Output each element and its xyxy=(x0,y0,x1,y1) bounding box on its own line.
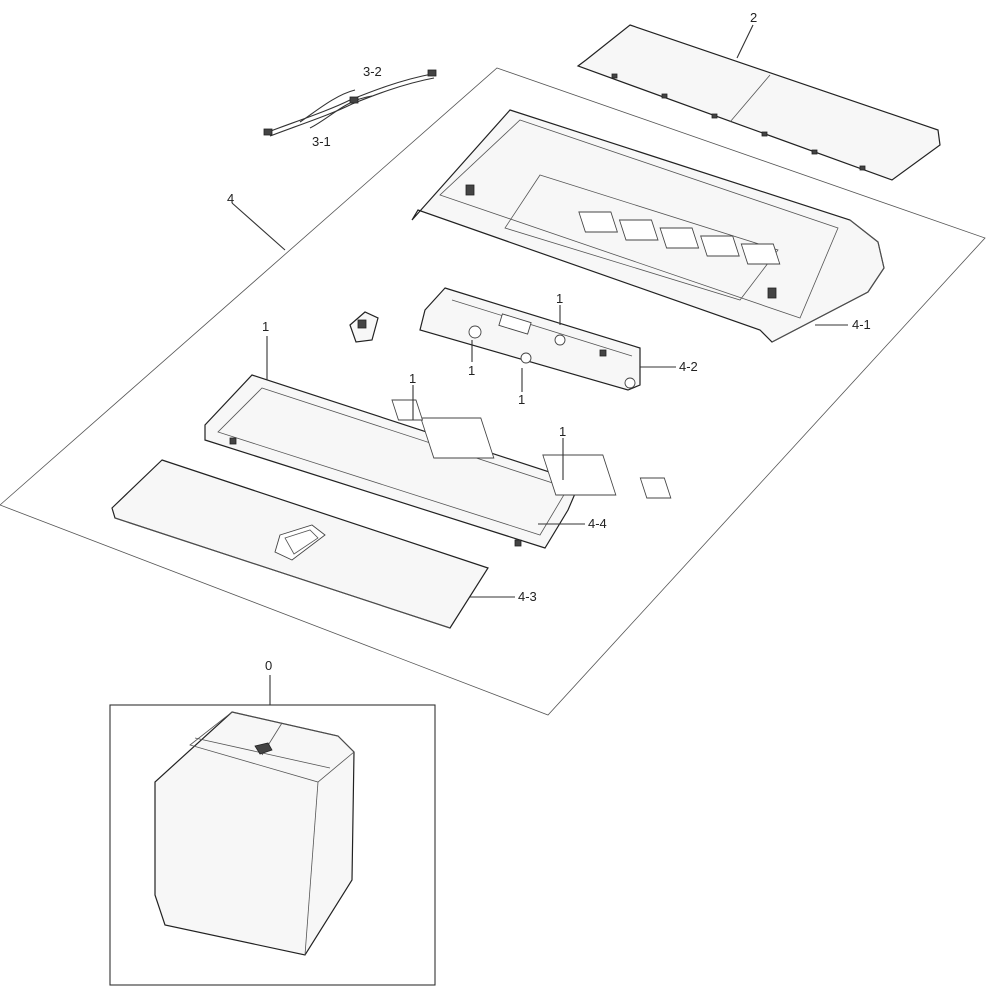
callout-1-frame-left: 1 xyxy=(262,319,269,334)
part-4-4-frame xyxy=(204,374,672,549)
callout-1-pcb-left: 1 xyxy=(468,363,475,378)
callout-4-4: 4-4 xyxy=(588,516,607,531)
callout-3-1: 3-1 xyxy=(312,134,331,149)
part-2-lid xyxy=(576,24,941,181)
callout-4: 4 xyxy=(227,191,234,206)
inset-machine xyxy=(154,711,355,956)
assembly-4-boundary xyxy=(0,67,986,716)
leader-lines xyxy=(231,24,848,598)
callout-4-2: 4-2 xyxy=(679,359,698,374)
part-4-3-front-panel xyxy=(111,459,489,629)
part-4-2-pcb xyxy=(419,287,641,391)
callout-2: 2 xyxy=(750,10,757,25)
callout-4-1: 4-1 xyxy=(852,317,871,332)
callout-3-2: 3-2 xyxy=(363,64,382,79)
inset-frame xyxy=(109,704,436,986)
callout-0: 0 xyxy=(265,658,272,673)
callout-1-pcb-bottom: 1 xyxy=(518,392,525,407)
front-panel-button-window xyxy=(274,524,326,561)
part-4-1-panel-housing xyxy=(411,109,885,343)
callout-1-frame-right: 1 xyxy=(559,424,566,439)
callout-1-pcb-top: 1 xyxy=(556,291,563,306)
callout-1-frame-middle: 1 xyxy=(409,371,416,386)
connector-block xyxy=(349,311,379,343)
part-3-wire-harness xyxy=(263,69,437,137)
callout-4-3: 4-3 xyxy=(518,589,537,604)
